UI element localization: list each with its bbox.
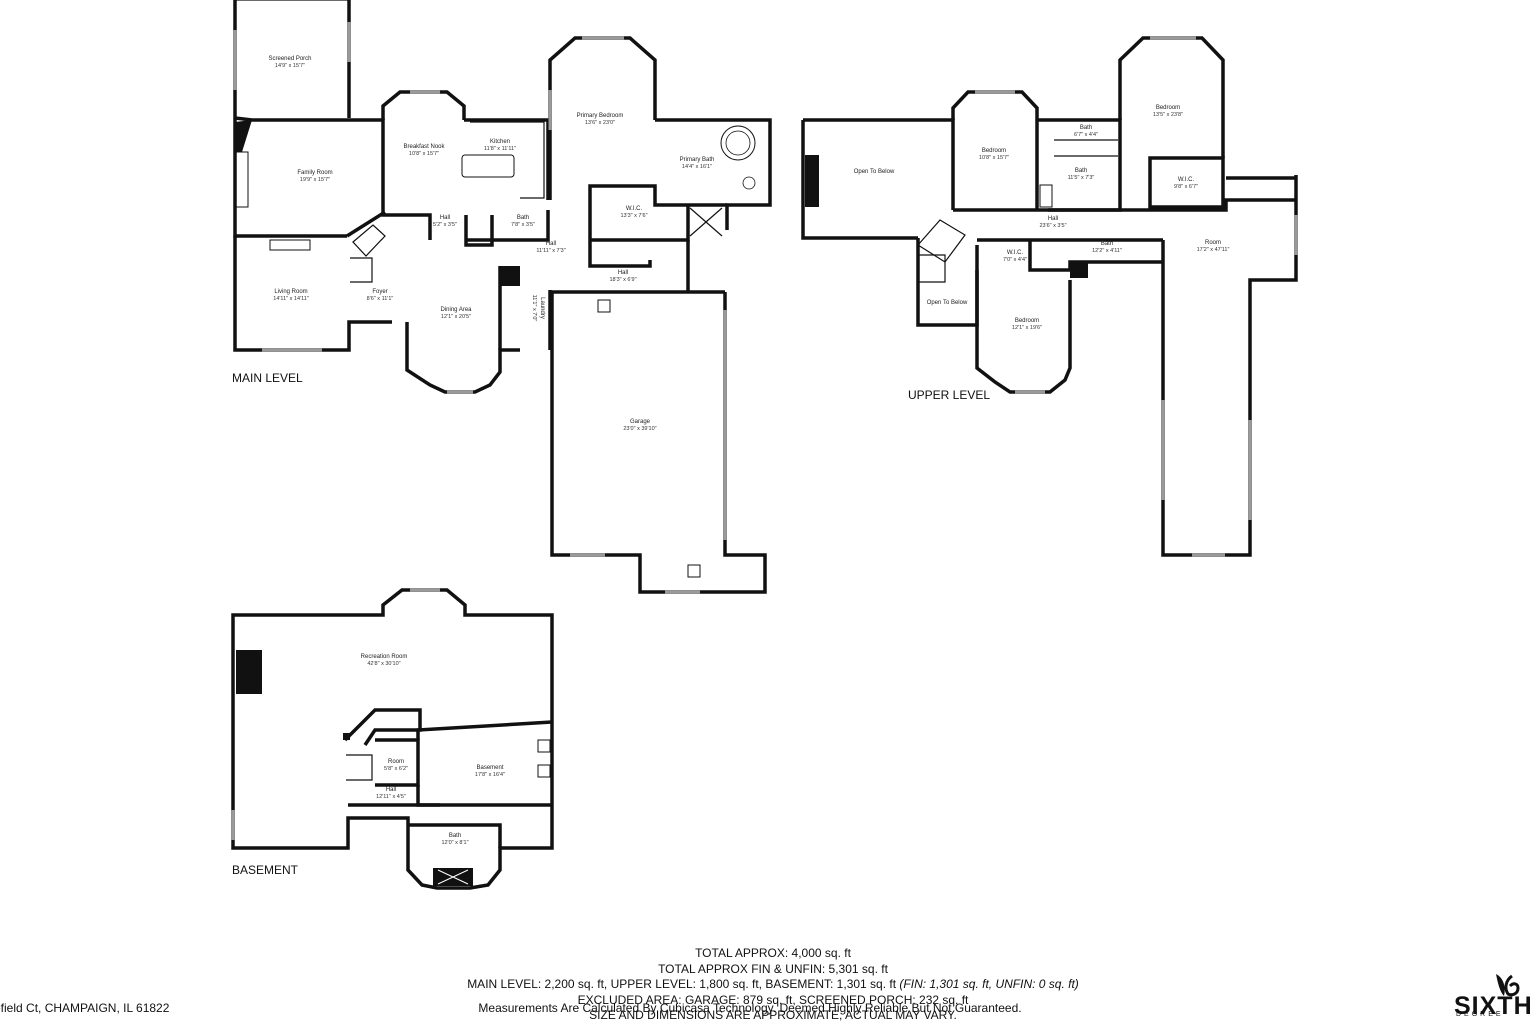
room-name: Bath <box>449 833 461 839</box>
room-name: Laundry <box>539 297 545 319</box>
room-dims: 12'1" x 20'5" <box>441 314 471 320</box>
room-dims: 11'11" x 7'3" <box>536 248 565 254</box>
basement-plan <box>231 588 554 890</box>
room-dims: 12'1" x 19'6" <box>1012 325 1042 331</box>
room-dims: 17'2" x 47'11" <box>1197 247 1230 253</box>
room-name: W.I.C. <box>1178 177 1195 183</box>
room-name: Bath <box>517 215 529 221</box>
room-dims: 23'0" x 39'10" <box>623 426 656 432</box>
room-name: Open To Below <box>927 300 968 306</box>
room-name: Screened Porch <box>268 56 311 62</box>
room-dims: 7'8" x 3'5" <box>511 222 535 228</box>
level-areas: MAIN LEVEL: 2,200 sq. ft, UPPER LEVEL: 1… <box>467 977 897 991</box>
room-dims: 5'2" x 3'5" <box>433 222 457 228</box>
main-level-labels: Screened Porch 14'9" x 15'7" Family Room… <box>232 56 714 432</box>
upper-level-labels: Open To Below Bedroom 10'8" x 15'7" Bath… <box>854 105 1230 402</box>
room-dims: 13'6" x 23'0" <box>585 120 615 126</box>
room-dims: 5'8" x 6'2" <box>384 766 408 772</box>
room-dims: 14'11" x 14'11" <box>273 296 309 302</box>
room-name: W.I.C. <box>1007 250 1024 256</box>
room-name: Bedroom <box>1156 105 1180 111</box>
basement-fin-note: (FIN: 1,301 sq. ft, UNFIN: 0 sq. ft) <box>899 977 1079 991</box>
total-approx: TOTAL APPROX: 4,000 sq. ft <box>695 946 851 960</box>
room-name: Bedroom <box>982 148 1006 154</box>
room-dims: 17'8" x 16'4" <box>475 772 505 778</box>
room-dims: 11'5" x 7'3" <box>1068 175 1095 181</box>
level-breakdown: MAIN LEVEL: 2,200 sq. ft, UPPER LEVEL: 1… <box>380 977 1166 993</box>
logo-swoosh-icon <box>1496 974 1520 997</box>
room-name: W.I.C. <box>626 206 643 212</box>
measurement-disclaimer: Measurements Are Calculated By Cubicasa … <box>478 1001 1022 1015</box>
room-dims: 8'6" x 11'1" <box>367 296 394 302</box>
room-name: Dining Area <box>440 307 472 313</box>
main-level-label: MAIN LEVEL <box>232 371 303 385</box>
excluded-area: EXCLUDED AREA: GARAGE: 879 sq. ft, SCREE… <box>577 992 969 1007</box>
basement-labels: Recreation Room 42'8" x 30'10" Room 5'8"… <box>232 654 505 877</box>
room-dims: 7'0" x 4'4" <box>1003 257 1027 263</box>
room-name: Room <box>388 759 404 765</box>
total-fin-unfin: TOTAL APPROX FIN & UNFIN: 5,301 sq. ft <box>658 961 888 976</box>
room-name: Living Room <box>274 289 307 295</box>
room-name: Breakfast Nook <box>403 144 445 150</box>
brand-subtitle: DEGREE <box>1456 1011 1504 1018</box>
room-name: Hall <box>440 215 450 221</box>
room-dims: 11'8" x 11'11" <box>484 146 516 152</box>
room-dims: 9'8" x 6'7" <box>1174 184 1198 190</box>
room-name: Hall <box>618 270 628 276</box>
room-dims: 12'2" x 4'11" <box>1092 248 1122 254</box>
area-totals: TOTAL APPROX: 4,000 sq. ft TOTAL APPROX … <box>380 946 1166 1024</box>
room-name: Bath <box>1101 241 1113 247</box>
room-dims: 10'8" x 15'7" <box>979 155 1009 161</box>
room-name: Garage <box>630 419 651 425</box>
room-dims: 19'9" x 15'7" <box>300 177 330 183</box>
room-dims: 10'8" x 15'7" <box>409 151 439 157</box>
room-dims: 18'3" x 6'9" <box>609 277 636 283</box>
upper-level-label: UPPER LEVEL <box>908 388 990 402</box>
room-name: Primary Bath <box>680 157 715 163</box>
room-name: Basement <box>476 765 503 771</box>
brand-logo: SIXTH DEGREE <box>1452 970 1536 1018</box>
upper-level-plan <box>801 36 1298 557</box>
room-dims: 6'7" x 4'4" <box>1074 132 1098 138</box>
main-level-plan <box>233 0 772 594</box>
room-name: Hall <box>386 787 396 793</box>
room-name: Hall <box>1048 216 1058 222</box>
room-name: Foyer <box>372 289 387 295</box>
room-dims: 23'6" x 3'5" <box>1039 223 1066 229</box>
room-dims: 12'11" x 4'5" <box>376 794 406 800</box>
room-name: Bath <box>1080 125 1092 131</box>
room-dims: 14'9" x 15'7" <box>275 63 305 69</box>
room-name: Family Room <box>297 170 332 176</box>
room-name: Bath <box>1075 168 1087 174</box>
room-name: Recreation Room <box>361 654 408 660</box>
brand-name: SIXTH <box>1454 992 1533 1018</box>
room-name: Open To Below <box>854 169 895 175</box>
basement-label: BASEMENT <box>232 863 299 877</box>
room-dims: 14'4" x 16'1" <box>682 164 712 170</box>
room-dims: 13'3" x 7'6" <box>620 213 647 219</box>
room-name: Primary Bedroom <box>577 113 624 119</box>
property-address: efield Ct, CHAMPAIGN, IL 61822 <box>0 1001 170 1015</box>
room-name: Hall <box>546 241 556 247</box>
room-dims: 11'1" x 7'0" <box>531 295 537 322</box>
room-dims: 42'8" x 30'10" <box>367 661 400 667</box>
room-dims: 13'5" x 23'8" <box>1153 112 1183 118</box>
room-name: Room <box>1205 240 1221 246</box>
room-dims: 12'0" x 8'1" <box>441 840 468 846</box>
room-name: Bedroom <box>1015 318 1039 324</box>
room-name: Kitchen <box>490 139 510 145</box>
